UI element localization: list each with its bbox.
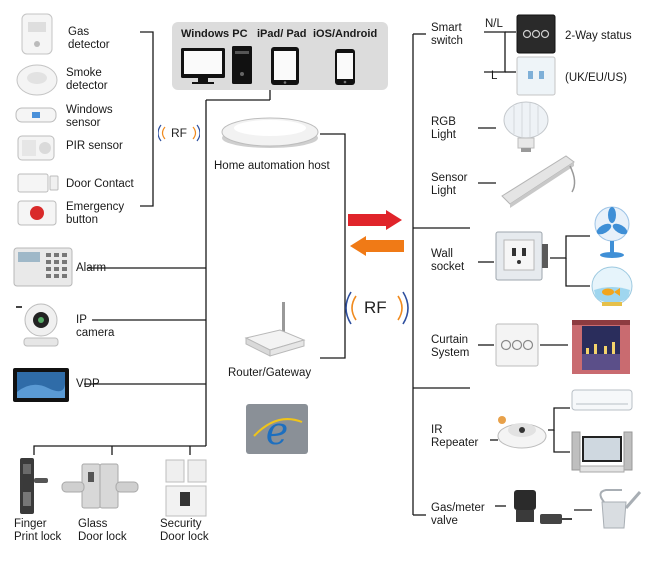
vdp-screen-icon — [13, 368, 69, 402]
door-contact-label: Door Contact — [66, 178, 134, 190]
security-door-lock-label: Security Door lock — [160, 518, 209, 543]
internet-explorer-icon: e — [246, 404, 308, 454]
door-contact-icon — [17, 173, 59, 193]
gas-valve-label: Gas/meter valve — [431, 502, 485, 527]
router-label: Router/Gateway — [228, 367, 312, 379]
region-label: (UK/EU/US) — [565, 72, 627, 84]
router-icon — [244, 302, 306, 357]
data-flow-arrows-icon — [348, 210, 404, 256]
sensor-rf-waves-icon — [158, 124, 200, 142]
fingerprint-lock-label: Finger Print lock — [14, 518, 62, 543]
pir-sensor-label: PIR sensor — [66, 140, 123, 152]
tv-set-icon — [571, 431, 633, 473]
air-conditioner-icon — [571, 389, 633, 411]
windows-pc-label: Windows PC — [181, 28, 248, 40]
alarm-label: Alarm — [76, 262, 107, 274]
smart-switch-label: Smart switch — [431, 22, 463, 47]
glass-door-lock-label: Glass Door lock — [78, 518, 127, 543]
curtain-system-label: Curtain System — [431, 334, 470, 359]
ios-android-label: iOS/Android — [313, 28, 378, 40]
window-sensor-icon — [15, 107, 57, 123]
gas-detector-label: Gas detector — [68, 26, 110, 51]
fan-icon — [594, 206, 630, 258]
automation-host-device-icon — [221, 117, 319, 148]
ir-repeater-icon — [497, 416, 547, 449]
glass-door-lock-icon — [61, 463, 139, 509]
sensor-light-bar-icon — [501, 155, 576, 208]
gas-valve-icon — [514, 490, 572, 524]
fingerprint-lock-icon — [20, 458, 48, 514]
center-rf-label: RF — [364, 298, 387, 317]
svg-text:e: e — [266, 409, 289, 453]
fish-bowl-icon — [591, 266, 633, 306]
tablet-icon — [271, 47, 299, 85]
l-label: L — [491, 70, 498, 82]
smart-switch-dark-icon — [516, 14, 556, 54]
smoke-detector-icon — [16, 64, 58, 96]
alarm-panel-icon — [13, 247, 73, 287]
host-label: Home automation host — [214, 160, 330, 172]
security-door-lock-icon — [165, 459, 207, 517]
watering-can-icon — [599, 489, 642, 529]
smoke-detector-label: Smoke detector — [66, 67, 108, 92]
sensor-light-label: Sensor Light — [431, 172, 468, 197]
rgb-light-label: RGB Light — [431, 116, 456, 141]
ir-repeater-label: IR Repeater — [431, 424, 479, 449]
two-way-status-label: 2-Way status — [565, 30, 632, 42]
wall-socket-icon — [495, 231, 548, 281]
smart-switch-light-icon — [516, 56, 556, 96]
wall-socket-label: Wall socket — [431, 248, 465, 273]
window-curtain-icon — [572, 320, 630, 374]
pir-sensor-icon — [17, 135, 55, 161]
ipad-label: iPad/ Pad — [257, 28, 307, 40]
curtain-switch-icon — [495, 323, 539, 367]
smartphone-icon — [335, 49, 355, 85]
gas-detector-icon — [21, 13, 53, 55]
emergency-button-label: Emergency button — [66, 201, 125, 226]
emergency-button-icon — [17, 200, 57, 226]
desktop-pc-icon — [181, 46, 252, 84]
ip-camera-label: IP camera — [76, 314, 115, 339]
vdp-label: VDP — [76, 378, 100, 390]
ip-camera-icon — [16, 303, 59, 347]
windows-sensor-label: Windows sensor — [66, 104, 113, 129]
rgb-bulb-icon — [503, 101, 549, 152]
rf-waves-icon — [345, 291, 409, 325]
sensor-rf-label: RF — [171, 126, 187, 140]
nl-label: N/L — [485, 18, 503, 30]
